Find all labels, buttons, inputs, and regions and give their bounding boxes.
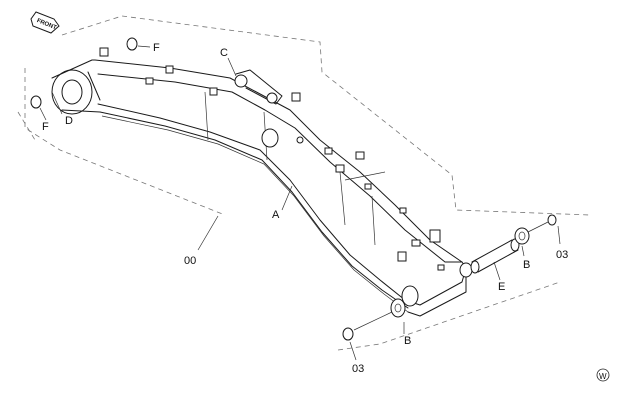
label-b-bottom: B bbox=[404, 335, 411, 347]
boom-body bbox=[51, 47, 473, 317]
label-a: A bbox=[272, 209, 280, 221]
label-f-left: F bbox=[42, 121, 49, 133]
label-f-top: F bbox=[153, 42, 160, 54]
label-03-right: 03 bbox=[556, 249, 568, 261]
assembly-outline bbox=[17, 15, 591, 351]
bolt-03-bottom bbox=[342, 311, 393, 341]
label-00: 00 bbox=[184, 255, 196, 267]
label-e: E bbox=[498, 281, 505, 293]
bolt-03-right bbox=[527, 214, 557, 233]
bushing-f-left bbox=[30, 95, 42, 109]
watermark-text: W bbox=[599, 372, 607, 381]
bushing-b-right bbox=[514, 227, 530, 245]
bushing-b-bottom bbox=[390, 298, 406, 318]
label-b-right: B bbox=[523, 259, 530, 271]
front-direction-badge: FRONT bbox=[30, 11, 60, 34]
label-c: C bbox=[220, 47, 228, 59]
label-03-bottom: 03 bbox=[352, 363, 364, 375]
label-d: D bbox=[65, 115, 73, 127]
pin-e bbox=[470, 238, 520, 274]
watermark-badge: W bbox=[596, 368, 610, 382]
bushing-f-top bbox=[126, 37, 138, 51]
leader-lines bbox=[39, 45, 561, 361]
